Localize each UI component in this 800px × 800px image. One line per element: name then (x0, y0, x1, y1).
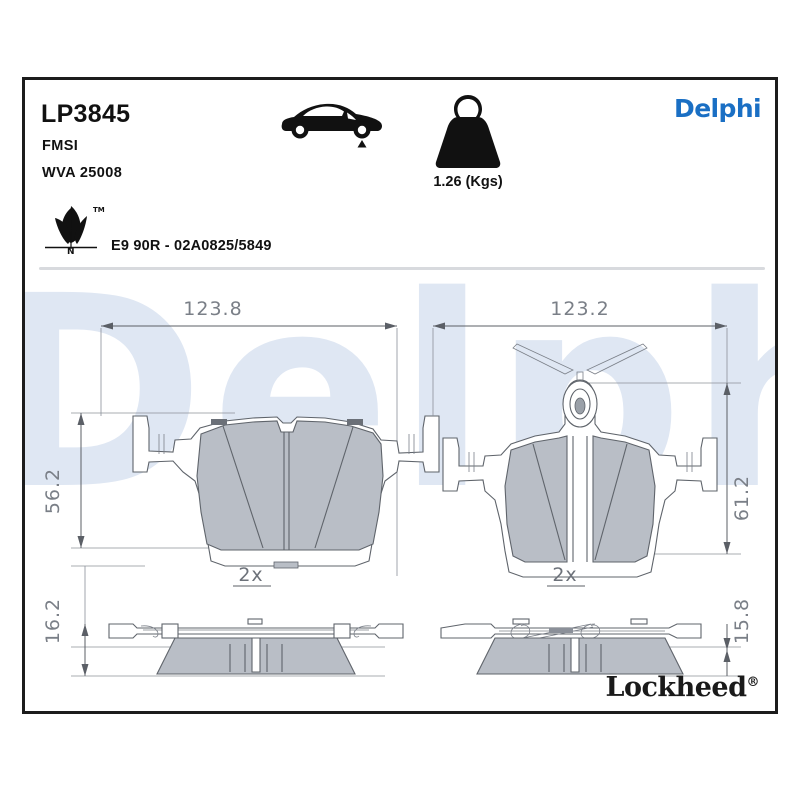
weight-value: 1.26 (Kgs) (433, 174, 503, 190)
front-width-dimension: 123.8 (183, 298, 242, 320)
eco-n-text: N (67, 247, 75, 254)
fmsi-label: FMSI (42, 138, 79, 154)
rear-pad-drawing: 123.2 61.2 (432, 298, 753, 677)
header: LP3845 FMSI WVA 25008 TM N E9 90R - 02A0… (25, 80, 775, 266)
rear-quantity: 2x (552, 564, 577, 586)
front-quantity: 2x (238, 564, 263, 586)
front-height-dimension: 56.2 (42, 468, 64, 514)
rear-thickness-dimension: 15.8 (731, 598, 753, 644)
rear-width-dimension: 123.2 (550, 298, 609, 320)
delphi-logo: Delphi (674, 94, 762, 123)
page-title: LP3845 (41, 100, 131, 128)
lockheed-logo: Lockheed® (605, 672, 759, 703)
car-side-icon (281, 103, 382, 148)
wva-code: WVA 25008 (42, 165, 123, 181)
eco-tm-text: TM (93, 206, 105, 214)
weight-kettlebell-icon (435, 95, 501, 168)
spec-sheet: Delphi LP3845 FMSI WVA 25008 TM N E9 90R… (22, 77, 778, 714)
front-thickness-dimension: 16.2 (42, 598, 64, 644)
approval-code: E9 90R - 02A0825/5849 (111, 238, 272, 254)
eco-leaf-icon: TM N (45, 206, 105, 254)
front-pad-drawing: 123.8 56.2 (42, 298, 440, 677)
registered-mark: ® (746, 675, 760, 690)
technical-drawings: 123.8 56.2 (42, 298, 753, 677)
header-divider (39, 267, 765, 270)
lockheed-text: Lockheed (605, 672, 747, 703)
rear-axle-marker (357, 140, 367, 148)
rear-height-dimension: 61.2 (731, 475, 753, 521)
